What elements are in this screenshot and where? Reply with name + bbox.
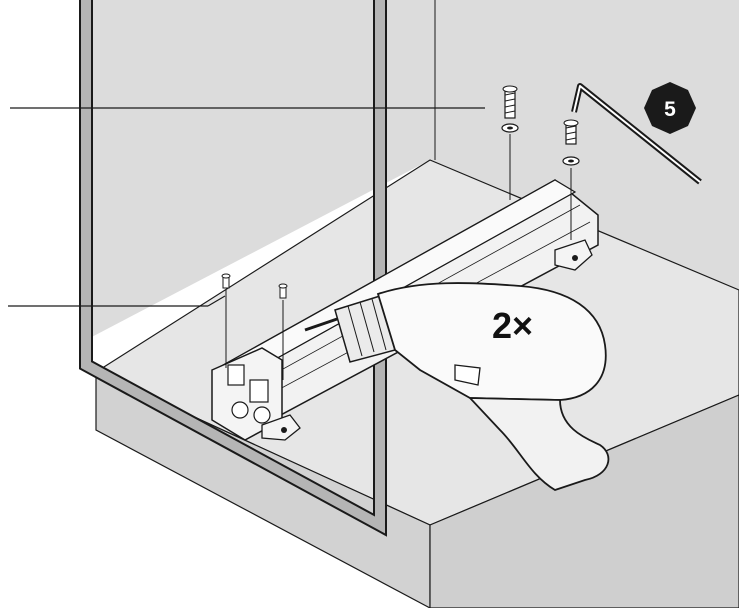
- step-badge: 5: [644, 82, 696, 134]
- cabinet-frame: [79, 0, 387, 537]
- cabinet-front-left: [95, 371, 431, 608]
- repeat-count: 2×: [492, 305, 533, 346]
- washers: [501, 123, 580, 166]
- cabinet-front-right: [429, 394, 739, 608]
- screw-guide-lines: [225, 134, 572, 380]
- rear-foot: [554, 239, 593, 271]
- step-number: 5: [664, 98, 676, 121]
- mounting-screws: [221, 85, 579, 299]
- cordless-drill: 2×: [304, 282, 610, 491]
- hex-key: [571, 83, 702, 185]
